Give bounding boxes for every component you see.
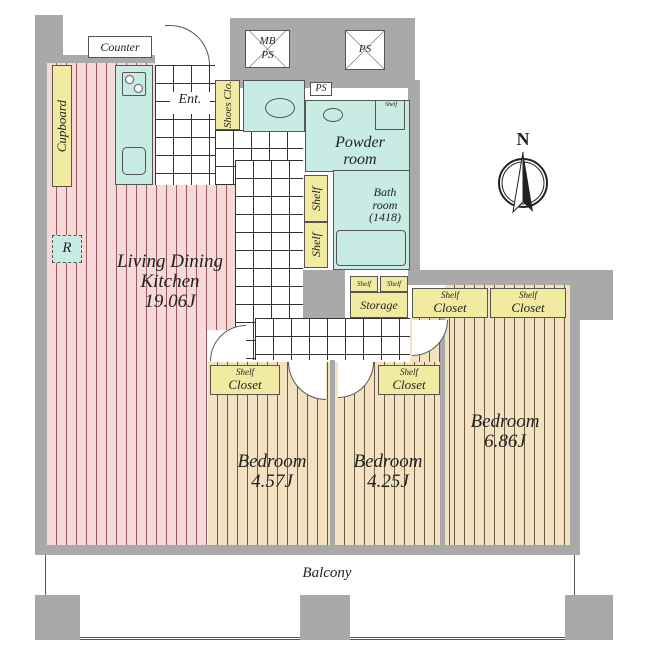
pillar-balcony-left <box>35 595 80 640</box>
pillar-balcony-right <box>565 595 613 640</box>
bathtub-icon <box>336 230 406 266</box>
powder-room <box>305 100 410 172</box>
hall-shelf-2: Shelf <box>304 222 328 268</box>
hallway-lower <box>255 318 410 360</box>
storage-shelf-2: Shelf <box>380 276 408 292</box>
pillar-top-left <box>35 15 63 60</box>
hall-shelf-1: Shelf <box>304 175 328 222</box>
entrance-label: Ent. <box>170 92 210 114</box>
wall-right-upper <box>408 80 420 280</box>
mb-ps-shaft <box>245 30 290 68</box>
refrigerator-label: R <box>62 240 72 256</box>
stove-icon <box>122 72 146 96</box>
washer-shelf: Shelf <box>375 100 405 130</box>
ps-label: PS <box>261 49 274 61</box>
ps-shaft <box>345 30 385 70</box>
refrigerator-space: R <box>52 235 82 263</box>
wall-top-ldk <box>47 55 155 63</box>
bathroom-label: Bath room (1418) <box>369 185 401 225</box>
washbasin-icon <box>323 108 343 122</box>
cupboard: Cupboard <box>52 65 72 187</box>
cupboard-label: Cupboard <box>54 99 69 153</box>
storage-shelf-1: Shelf <box>350 276 378 292</box>
pillar-center <box>300 270 345 320</box>
mb-label: MB <box>259 35 276 47</box>
bedroom-3 <box>445 285 570 545</box>
wall-bottom <box>40 545 580 555</box>
ps-label-2: PS <box>358 43 372 55</box>
ldk-label: Living Dining Kitchen 19.06J <box>116 251 224 312</box>
compass-north-label: N <box>516 129 530 149</box>
counter-label: Counter <box>88 36 152 58</box>
wall-right-step <box>408 270 613 285</box>
ldk-door[interactable] <box>210 325 246 361</box>
toilet-icon <box>265 98 295 118</box>
storage: Storage <box>350 292 408 318</box>
sink-icon <box>122 147 146 175</box>
compass: N <box>495 130 551 216</box>
balcony-label: Balcony <box>302 565 352 581</box>
wall-right-lower <box>570 280 580 555</box>
entrance-door[interactable] <box>165 25 210 65</box>
ps-label-3: PS <box>310 82 332 96</box>
compass-icon <box>498 151 548 214</box>
bathroom <box>333 170 410 270</box>
shoes-closet: Shoes Clo. <box>215 80 240 130</box>
entrance-hall <box>155 65 215 185</box>
pillar-balcony-center <box>300 595 350 640</box>
ldk-lower <box>47 328 207 545</box>
powder-room-label: Powder room <box>335 134 385 168</box>
